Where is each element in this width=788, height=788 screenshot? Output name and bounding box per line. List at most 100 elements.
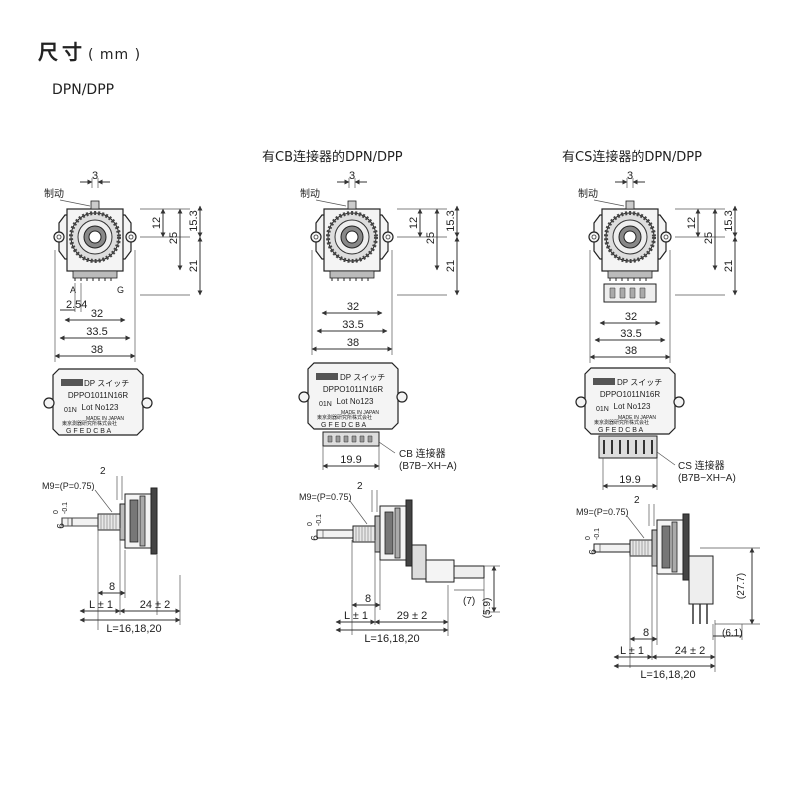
dim-21: 21 xyxy=(723,260,735,272)
dim-8: 8 xyxy=(365,593,371,605)
thread-label: M9=(P=0.75) xyxy=(42,481,95,491)
plate-kind: DP スイッチ xyxy=(340,373,385,382)
thread-label: M9=(P=0.75) xyxy=(576,507,629,517)
plate-origin: MADE IN JAPAN xyxy=(86,416,124,422)
view-plain: 3 制动 12 25 15.3 21 A G 2.54 32 33.5 38 xyxy=(42,170,203,635)
view-heading-cs: 有CS连接器的DPN/DPP xyxy=(562,150,702,165)
dim-6: 6 xyxy=(588,549,599,555)
dim-15-3: 15.3 xyxy=(188,210,200,231)
dim-6-group: 6 0 -0.1 xyxy=(585,528,601,555)
dim-12: 12 xyxy=(151,217,163,229)
dim-6: 6 xyxy=(56,523,67,529)
plate-code: 01N xyxy=(64,407,77,414)
dim-shaft: 3 xyxy=(92,170,98,182)
dim-2-54: 2.54 xyxy=(66,299,87,311)
view-heading-cb: 有CB连接器的DPN/DPP xyxy=(262,150,403,165)
plate-pins: G F E D C B A xyxy=(66,428,111,435)
dim-6: 6 xyxy=(310,535,321,541)
dim-body: 24 ± 2 xyxy=(140,599,171,611)
view-cs: 3 制动 12 25 15.3 21 32 33.5 38 DP スイッチ xyxy=(575,170,760,681)
thread-label: M9=(P=0.75) xyxy=(299,492,352,502)
page-title: 尺寸( mm ) xyxy=(38,36,141,65)
plate-code: 01N xyxy=(596,406,609,413)
dim-33-5: 33.5 xyxy=(342,319,363,331)
dim-38: 38 xyxy=(91,344,103,356)
plate-kind: DP スイッチ xyxy=(617,378,662,387)
dim-21: 21 xyxy=(188,260,200,272)
connector-part: (B7B−XH−A) xyxy=(399,461,457,472)
dim-6-group: 6 0 -0.1 xyxy=(53,502,69,529)
side-view-cb: M9=(P=0.75) 2 6 0 -0.1 8 L ± 1 29 ± 2 L=… xyxy=(299,481,500,645)
plate-pins: G F E D C B A xyxy=(321,422,366,429)
dim-32: 32 xyxy=(91,308,103,320)
plate-lot: Lot No123 xyxy=(337,397,374,406)
dim-total: L=16,18,20 xyxy=(106,623,161,635)
tol-lo: -0.1 xyxy=(62,502,69,514)
pin-g-label: G xyxy=(117,285,124,295)
plate-origin: MADE IN JAPAN xyxy=(618,415,656,421)
dim-33-5: 33.5 xyxy=(620,328,641,340)
tol-lo: -0.1 xyxy=(316,514,323,526)
dim-12: 12 xyxy=(408,217,420,229)
dim-7: (7) xyxy=(463,596,475,607)
top-view-plain: 3 制动 12 25 15.3 21 A G 2.54 32 33.5 38 xyxy=(44,170,203,362)
side-view-cs: M9=(P=0.75) 2 6 0 -0.1 8 L ± 1 24 ± 2 L=… xyxy=(576,495,760,681)
dim-8: 8 xyxy=(643,627,649,639)
tol-hi: 0 xyxy=(53,510,60,514)
plate-kind: DP スイッチ xyxy=(84,379,129,388)
brake-label: 制动 xyxy=(44,187,64,200)
plate-lot: Lot No123 xyxy=(82,403,119,412)
dim-6-1: (6.1) xyxy=(722,628,743,639)
connector-part: (B7B−XH−A) xyxy=(678,473,736,484)
dim-32: 32 xyxy=(625,311,637,323)
dim-2: 2 xyxy=(357,481,363,492)
dim-2: 2 xyxy=(100,466,106,477)
dim-l: L ± 1 xyxy=(89,599,113,611)
name-plate-plain: DP スイッチ DPPO1011N16R Lot No123 01N MADE … xyxy=(43,368,153,436)
plate-origin: MADE IN JAPAN xyxy=(341,410,379,416)
plate-part: DPPO1011N16R xyxy=(600,390,661,399)
dim-21: 21 xyxy=(445,260,457,272)
title-unit: ( mm ) xyxy=(88,47,142,63)
plate-part: DPPO1011N16R xyxy=(68,391,129,400)
dim-5-9: (5.9) xyxy=(482,598,493,619)
dim-total: L=16,18,20 xyxy=(364,633,419,645)
dim-l: L ± 1 xyxy=(620,645,644,657)
dim-25: 25 xyxy=(425,232,437,244)
dim-12: 12 xyxy=(686,217,698,229)
tol-lo: -0.1 xyxy=(594,528,601,540)
view-cb: 3 制动 12 25 15.3 21 32 33.5 38 DP スイッチ xyxy=(298,170,500,645)
dim-15-3: 15.3 xyxy=(723,210,735,231)
plate-lot: Lot No123 xyxy=(614,402,651,411)
dim-33-5: 33.5 xyxy=(86,326,107,338)
title-text: 尺寸 xyxy=(38,40,86,64)
brake-label: 制动 xyxy=(300,187,320,200)
dim-body: 24 ± 2 xyxy=(675,645,706,657)
dim-32: 32 xyxy=(347,301,359,313)
plate-part: DPPO1011N16R xyxy=(323,385,384,394)
dim-l: L ± 1 xyxy=(344,610,368,622)
dim-19-9: 19.9 xyxy=(619,474,640,486)
name-plate-cb: DP スイッチ DPPO1011N16R Lot No123 01N MADE … xyxy=(298,362,457,472)
plate-company: 東京測器研究所株式会社 xyxy=(317,414,372,421)
tol-hi: 0 xyxy=(585,536,592,540)
connector-name: CB 连接器 xyxy=(399,447,446,460)
connector-name: CS 连接器 xyxy=(678,459,725,472)
dim-6-group: 6 0 -0.1 xyxy=(307,514,323,541)
name-plate-cs: DP スイッチ DPPO1011N16R Lot No123 01N MADE … xyxy=(575,367,736,490)
dim-shaft: 3 xyxy=(627,170,633,182)
dim-8: 8 xyxy=(109,581,115,593)
dim-19-9: 19.9 xyxy=(340,454,361,466)
dim-27-7: (27.7) xyxy=(736,573,747,599)
plate-code: 01N xyxy=(319,401,332,408)
dim-25: 25 xyxy=(168,232,180,244)
side-view-plain: M9=(P=0.75) 2 6 0 -0.1 8 L ± 1 24 ± 2 L=… xyxy=(42,466,181,635)
dim-2: 2 xyxy=(634,495,640,506)
dim-body: 29 ± 2 xyxy=(397,610,428,622)
dim-38: 38 xyxy=(347,337,359,349)
brake-label: 制动 xyxy=(578,187,598,200)
dim-38: 38 xyxy=(625,345,637,357)
pin-a-label: A xyxy=(70,285,76,295)
dim-25: 25 xyxy=(703,232,715,244)
